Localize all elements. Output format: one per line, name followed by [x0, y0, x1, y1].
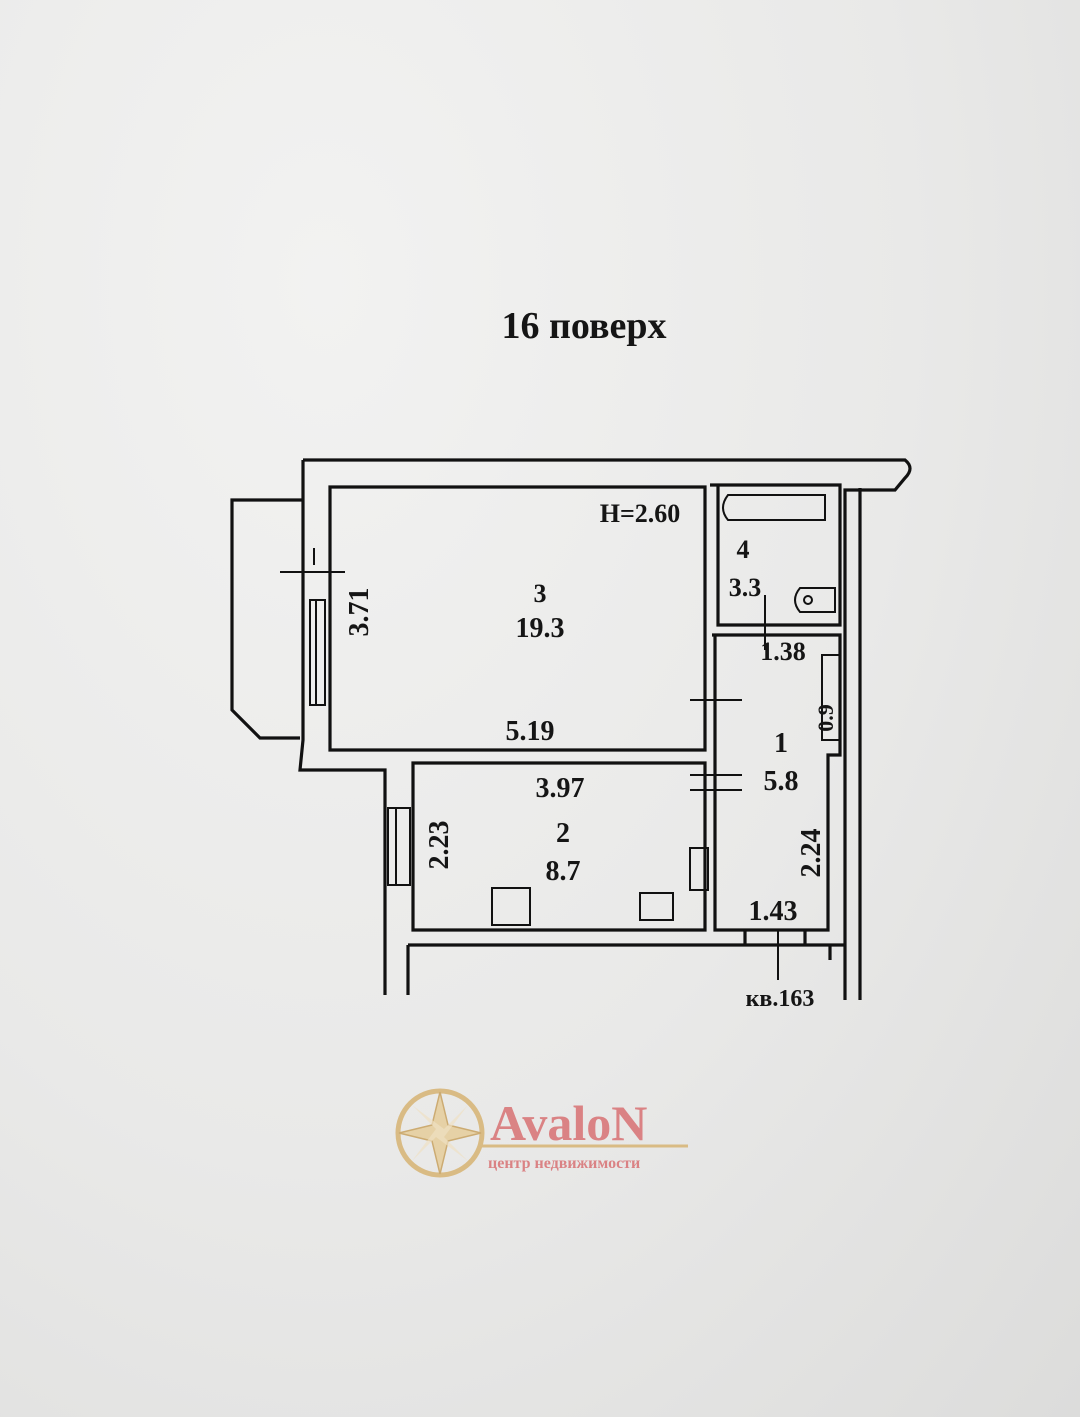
room-2-number: 2 [556, 818, 570, 849]
avalon-watermark-logo: AvaloN центр недвижимости [395, 1088, 688, 1178]
watermark-tagline: центр недвижимости [488, 1155, 640, 1172]
walls [230, 458, 912, 1000]
floor-title: 16 поверх [502, 305, 667, 347]
dim-room3-width: 5.19 [506, 716, 555, 747]
apartment-label: кв.163 [746, 986, 815, 1012]
room-2-area: 8.7 [546, 856, 581, 887]
room-1-number: 1 [774, 728, 788, 759]
room-3-number: 3 [534, 579, 547, 608]
ceiling-height: H=2.60 [600, 499, 681, 528]
dim-room3-height: 3.71 [344, 588, 375, 637]
dim-hall-bottom: 1.43 [749, 896, 798, 927]
room-1-area: 5.8 [764, 766, 799, 797]
room-4-area: 3.3 [729, 573, 762, 602]
room-4-number: 4 [737, 535, 750, 564]
dim-hall-side: 0.9 [813, 704, 838, 732]
dim-room2-width: 3.97 [536, 773, 585, 804]
labels: H=2.60 3 19.3 4 3.3 1 5.8 2 8.7 3.71 5.1… [344, 499, 838, 1012]
dim-hall-height: 2.24 [796, 829, 827, 878]
dim-hall-top: 1.38 [760, 637, 806, 666]
dim-room2-height: 2.23 [424, 821, 455, 870]
watermark-brand: AvaloN [490, 1095, 647, 1151]
room-3-area: 19.3 [516, 613, 565, 644]
